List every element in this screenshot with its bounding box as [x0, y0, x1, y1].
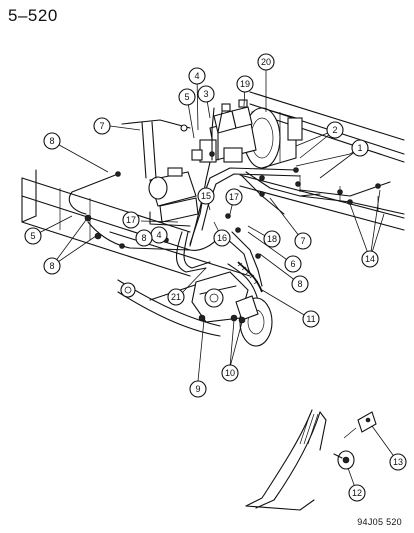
svg-text:19: 19: [240, 79, 250, 89]
figure-code: 94J05 520: [357, 517, 402, 527]
callout-4-mid: 4: [150, 226, 168, 244]
svg-text:1: 1: [357, 143, 362, 153]
callout-7-top: 7: [93, 117, 111, 135]
callout-18: 18: [263, 230, 281, 248]
svg-text:21: 21: [171, 292, 181, 302]
callout-15: 15: [197, 187, 215, 205]
hcu-bracket: [121, 119, 191, 179]
abs-modulator: [148, 167, 199, 227]
svg-text:17: 17: [126, 215, 136, 225]
callout-5-left: 5: [24, 227, 42, 245]
callout-8-left: 8: [43, 257, 61, 275]
callout-21: 21: [167, 288, 185, 306]
callout-16: 16: [213, 229, 231, 247]
svg-text:12: 12: [352, 488, 362, 498]
callout-20: 20: [257, 53, 275, 71]
callout-3: 3: [197, 85, 215, 103]
callout-9: 9: [189, 380, 207, 398]
callout-1: 1: [351, 139, 369, 157]
brake-booster: [243, 107, 303, 169]
callout-19: 19: [236, 75, 254, 93]
svg-text:7: 7: [99, 121, 104, 131]
svg-text:14: 14: [365, 254, 375, 264]
callout-17-left: 17: [122, 211, 140, 229]
callout-2: 2: [326, 121, 344, 139]
svg-text:8: 8: [49, 136, 54, 146]
callout-13: 13: [389, 453, 407, 471]
callout-10: 10: [221, 364, 239, 382]
callout-8-right: 8: [291, 275, 309, 293]
svg-text:2: 2: [332, 125, 337, 135]
svg-text:10: 10: [225, 368, 235, 378]
svg-text:4: 4: [156, 230, 161, 240]
callout-14: 14: [361, 250, 379, 268]
svg-text:18: 18: [267, 234, 277, 244]
svg-text:16: 16: [217, 233, 227, 243]
callout-6: 6: [284, 255, 302, 273]
svg-text:15: 15: [201, 191, 211, 201]
svg-text:9: 9: [195, 384, 200, 394]
callout-11: 11: [302, 310, 320, 328]
svg-text:8: 8: [49, 261, 54, 271]
page-number: 5–520: [8, 6, 58, 25]
callout-12: 12: [348, 484, 366, 502]
brake-pedal-inset: [245, 409, 377, 511]
svg-text:13: 13: [393, 457, 403, 467]
callout-8-top: 8: [43, 132, 61, 150]
svg-text:4: 4: [194, 71, 199, 81]
brake-hose: [227, 261, 263, 301]
frame-rail-left: [21, 169, 251, 277]
svg-text:17: 17: [229, 192, 239, 202]
master-cylinder: [209, 99, 257, 161]
svg-text:7: 7: [300, 236, 305, 246]
brake-caliper-rotor: [230, 295, 273, 347]
svg-text:3: 3: [203, 89, 208, 99]
svg-text:5: 5: [184, 92, 189, 102]
svg-text:5: 5: [30, 231, 35, 241]
callout-17-right: 17: [225, 188, 243, 206]
callout-5-top: 5: [178, 88, 196, 106]
callout-8-mid: 8: [135, 229, 153, 247]
svg-text:8: 8: [297, 279, 302, 289]
line-fittings: [84, 151, 381, 322]
callout-7-right: 7: [294, 232, 312, 250]
svg-text:6: 6: [290, 259, 295, 269]
svg-text:11: 11: [306, 314, 315, 324]
callout-4-top: 4: [188, 67, 206, 85]
svg-text:8: 8: [141, 233, 146, 243]
svg-text:20: 20: [261, 57, 271, 67]
